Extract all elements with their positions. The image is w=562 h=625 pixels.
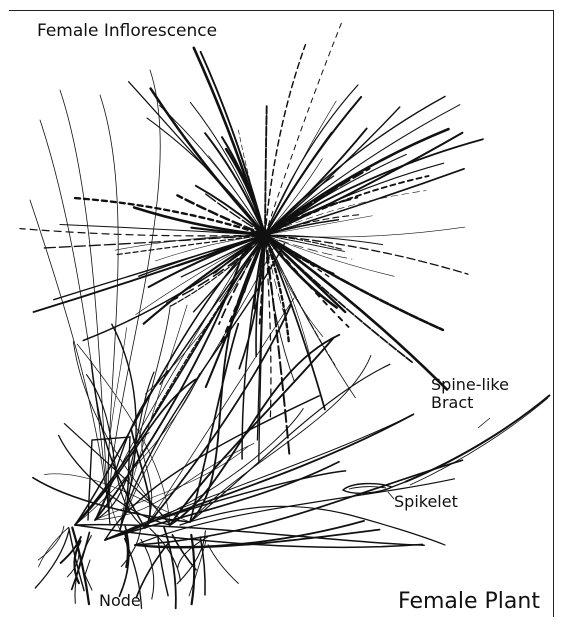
node-label: Node <box>99 592 141 610</box>
spikelet-label: Spikelet <box>394 493 458 511</box>
plant-roots <box>35 506 445 608</box>
female-plant-caption: Female Plant <box>398 589 540 614</box>
female-inflorescence-label: Female Inflorescence <box>37 22 217 42</box>
spine-like-bract-label: Spine-like Bract <box>431 376 509 413</box>
